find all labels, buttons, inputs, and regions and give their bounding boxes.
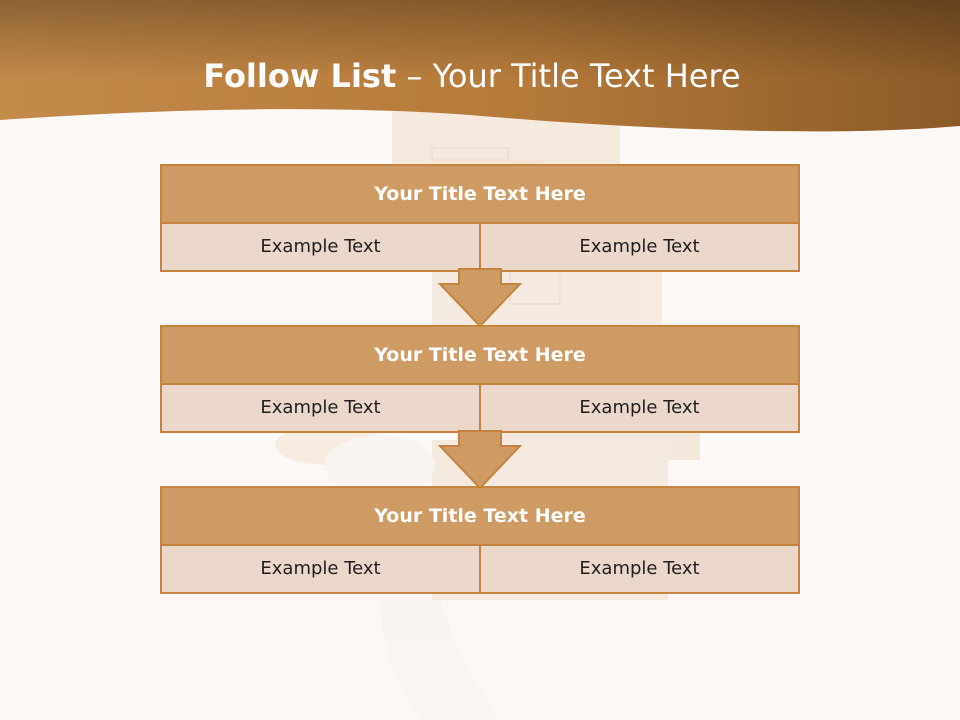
flow-block-cell-right: Example Text: [479, 546, 798, 592]
down-arrow-icon: [438, 268, 522, 328]
flow-block-cell-left: Example Text: [162, 224, 479, 270]
flow-block-title: Your Title Text Here: [162, 327, 798, 385]
slide-title: Follow List – Your Title Text Here: [0, 52, 944, 100]
flow-block-row: Example Text Example Text: [162, 385, 798, 431]
down-arrow-icon: [438, 430, 522, 490]
title-bold-part: Follow List: [203, 57, 397, 95]
flow-block-1: Your Title Text Here Example Text Exampl…: [160, 164, 800, 272]
flow-block-title: Your Title Text Here: [162, 488, 798, 546]
flow-block-row: Example Text Example Text: [162, 224, 798, 270]
flow-block-cell-left: Example Text: [162, 385, 479, 431]
flow-block-2: Your Title Text Here Example Text Exampl…: [160, 325, 800, 433]
flow-block-cell-left: Example Text: [162, 546, 479, 592]
flow-block-cell-right: Example Text: [479, 224, 798, 270]
header-band: [0, 0, 960, 132]
flow-block-title: Your Title Text Here: [162, 166, 798, 224]
flow-block-cell-right: Example Text: [479, 385, 798, 431]
flow-block-row: Example Text Example Text: [162, 546, 798, 592]
flow-block-3: Your Title Text Here Example Text Exampl…: [160, 486, 800, 594]
title-rest-part: – Your Title Text Here: [396, 57, 741, 95]
